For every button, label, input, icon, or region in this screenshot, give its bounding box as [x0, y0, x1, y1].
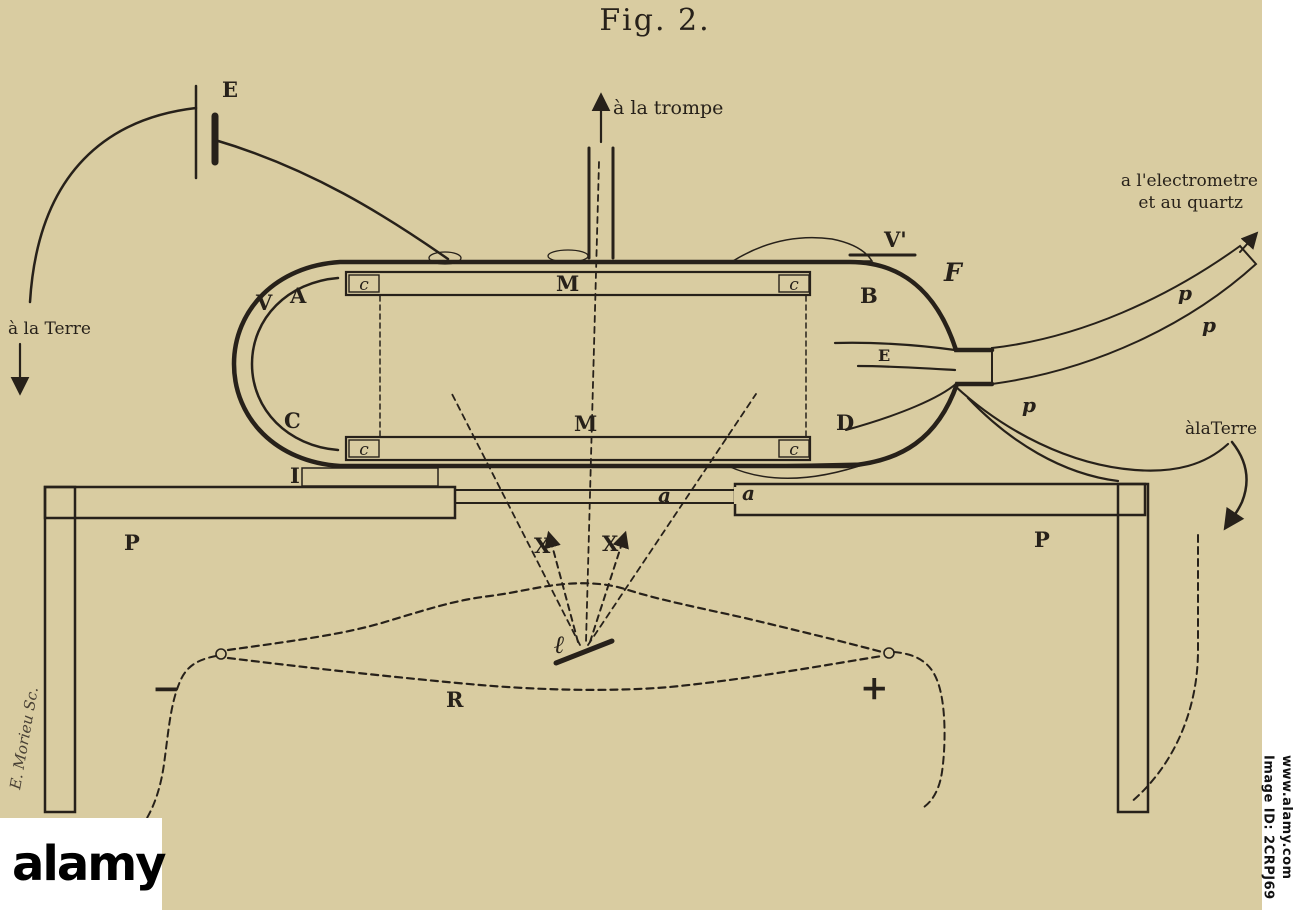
- alamy-image-id: Image ID: 2CRPJ69: [1260, 755, 1276, 900]
- seal-blob-wire: [428, 251, 462, 265]
- electrometer-arrow: [1239, 231, 1259, 253]
- label-c-top-right: c: [789, 275, 799, 295]
- ray-x-left: [544, 530, 579, 643]
- annotation-electrometre-2: et au quartz: [1138, 193, 1243, 213]
- ground-tube-lower: [966, 396, 1120, 483]
- alamy-logo-box: alamy: [0, 818, 167, 910]
- plate-top-cap-right: [778, 274, 810, 293]
- electrode-lead-upper: [833, 341, 957, 352]
- alamy-sidebar: www.alamy.com Image ID: 2CRPJ69: [1260, 0, 1300, 910]
- xray-tube-top: [226, 582, 884, 654]
- label-M-top: M: [556, 271, 579, 296]
- annotation-terre-left: à la Terre: [8, 319, 91, 339]
- flexible-tube: [991, 244, 1258, 386]
- electrometer-tube: [991, 231, 1259, 386]
- label-battery-E: E: [222, 77, 238, 102]
- label-p-upper: p: [1178, 281, 1192, 305]
- label-c-bottom-right: c: [789, 440, 799, 460]
- plate-top: [344, 270, 812, 297]
- electrode-lead-lower: [856, 364, 957, 372]
- label-M-bottom: M: [574, 411, 597, 436]
- alamy-url: www.alamy.com: [1279, 755, 1294, 880]
- alamy-sidebar-text: www.alamy.com Image ID: 2CRPJ69: [1258, 755, 1296, 900]
- label-D: D: [836, 410, 854, 435]
- right-ground-wires: [953, 384, 1248, 804]
- label-p-ground: p: [1022, 393, 1036, 417]
- label-F: F: [943, 258, 964, 287]
- label-a-left: a: [658, 483, 671, 507]
- label-V: V: [255, 290, 273, 315]
- lead-wire-positive: [893, 651, 946, 810]
- wire-battery-to-chamber: [213, 138, 450, 261]
- label-V-prime: V': [883, 227, 907, 252]
- support-pad-I: [301, 467, 439, 487]
- seal-blob-tube: [547, 249, 589, 263]
- plate-bottom-cap-left: [348, 439, 380, 458]
- alamy-logo: alamy: [12, 836, 167, 892]
- label-c-bottom-left: c: [359, 440, 369, 460]
- ray-x-right: [589, 530, 629, 643]
- ray-left-diagonal: [451, 393, 581, 646]
- plate-bottom: [344, 435, 812, 462]
- ray-axis: [585, 161, 600, 643]
- pump-tube: [587, 92, 615, 260]
- label-C: C: [284, 408, 301, 433]
- table-leg-right: [1116, 482, 1150, 814]
- wire-battery-to-ground: [28, 106, 198, 304]
- label-anticathode: ℓ: [554, 630, 565, 659]
- label-B: B: [860, 283, 878, 308]
- label-p-lower: p: [1202, 313, 1216, 337]
- xray-tube-bottom: [226, 654, 884, 691]
- ray-right-diagonal: [587, 393, 757, 646]
- annotation-trompe: à la trompe: [613, 97, 723, 119]
- ground-dashed-right: [1129, 534, 1199, 804]
- contact-strip-notch: [734, 487, 760, 504]
- xray-beams: [451, 161, 757, 646]
- lead-wire-negative: [146, 655, 217, 819]
- annotation-electrometre-1: a l'electrometre: [1121, 171, 1258, 191]
- label-I: I: [290, 463, 300, 488]
- ionization-chamber: [231, 236, 995, 487]
- label-A: A: [289, 283, 307, 308]
- ground-tube-upper: [953, 384, 1230, 472]
- label-X-right: X: [602, 531, 619, 556]
- support-table: [43, 482, 1150, 814]
- electrode-lead-bottom: [845, 382, 958, 431]
- label-plus: +: [860, 668, 889, 708]
- label-P-left: P: [124, 530, 140, 555]
- tube-terminal-left: [215, 648, 227, 660]
- label-X-left: X: [534, 533, 551, 558]
- plate-bottom-cap-right: [778, 439, 810, 458]
- figure-title: Fig. 2.: [599, 3, 710, 38]
- label-a-right: a: [742, 481, 755, 505]
- anticathode-plate: [553, 638, 615, 666]
- seal-mound-bottom-right: [727, 462, 869, 480]
- annotation-terre-right: àlaTerre: [1185, 419, 1257, 439]
- label-minus: −: [152, 669, 181, 709]
- label-c-top-left: c: [359, 275, 369, 295]
- battery-circuit: [10, 84, 450, 396]
- ground-arrow-right: [1223, 440, 1248, 531]
- xray-tube: [146, 582, 946, 819]
- chamber-inner-wall-left: [250, 276, 340, 452]
- label-P-right: P: [1034, 527, 1050, 552]
- plate-top-cap-left: [348, 274, 380, 293]
- label-E-neck: E: [878, 346, 890, 365]
- table-leg-left: [43, 485, 77, 814]
- label-R: R: [446, 687, 464, 712]
- chamber-outer-wall: [231, 259, 995, 469]
